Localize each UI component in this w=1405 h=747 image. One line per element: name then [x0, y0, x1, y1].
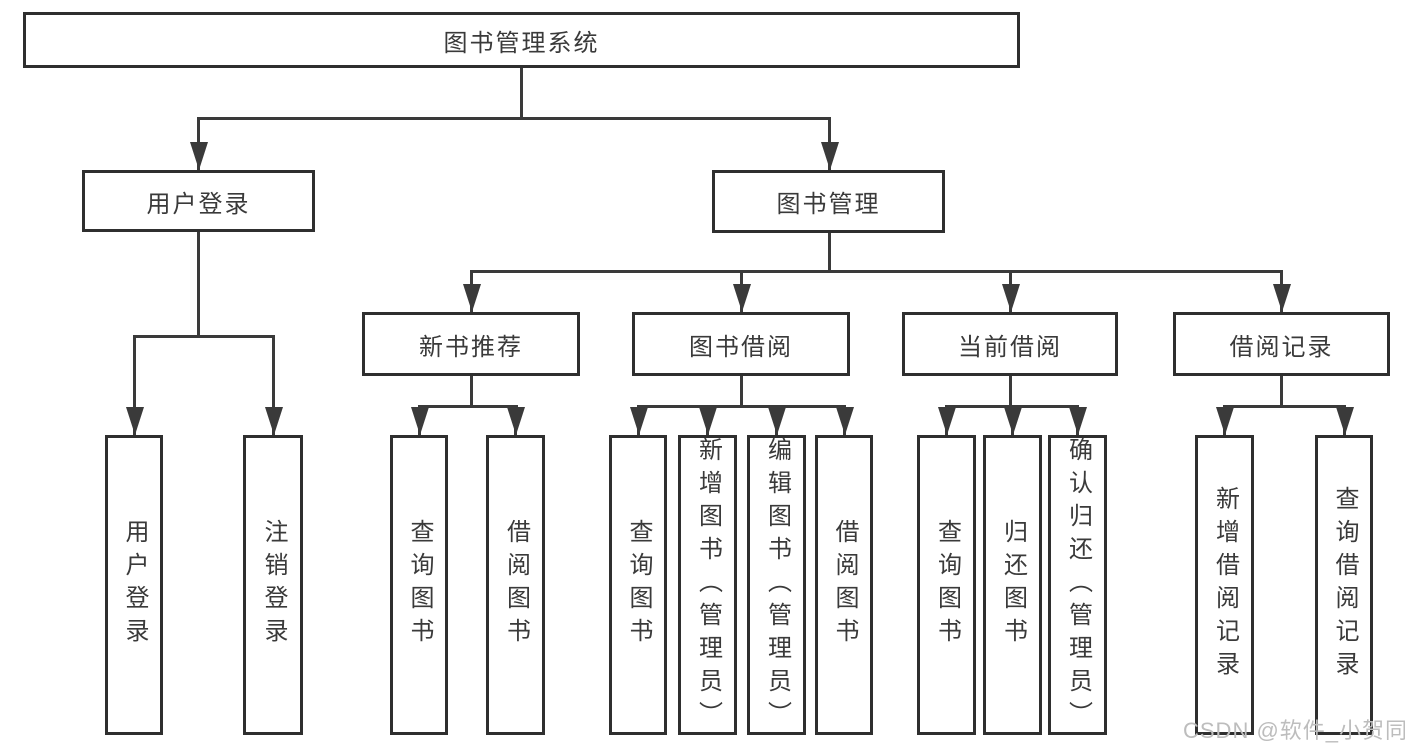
- node-new-book-recommend: 新书推荐: [362, 312, 580, 376]
- node-book-borrowing-label: 图书借阅: [689, 333, 793, 361]
- connector-line: [828, 233, 831, 273]
- leaf-query-borrow-record: 查询借阅记录: [1315, 435, 1373, 735]
- arrowhead-down-icon: [768, 407, 786, 435]
- connector-line: [470, 376, 473, 407]
- leaf-query-borrow-record-label: 查询借阅记录: [1331, 486, 1358, 684]
- node-user-login-label: 用户登录: [146, 190, 251, 218]
- leaf-edit-book-admin: 编辑图书（管理员）: [747, 435, 806, 735]
- arrowhead-down-icon: [699, 407, 717, 435]
- node-library-system: 图书管理系统: [23, 12, 1020, 68]
- arrowhead-down-icon: [733, 284, 751, 312]
- arrowhead-down-icon: [1336, 407, 1354, 435]
- leaf-borrowing-query-book-label: 查询图书: [625, 519, 652, 651]
- leaf-borrowing-borrow-book-label: 借阅图书: [831, 519, 858, 651]
- connector-line: [272, 335, 275, 435]
- connector-line: [197, 232, 200, 337]
- connector-line: [133, 335, 275, 338]
- leaf-recommend-query-book: 查询图书: [390, 435, 448, 735]
- node-new-book-recommend-label: 新书推荐: [419, 333, 523, 361]
- arrowhead-down-icon: [265, 407, 283, 435]
- leaf-borrowing-query-book: 查询图书: [609, 435, 667, 735]
- leaf-user-login-label: 用户登录: [121, 519, 148, 651]
- csdn-watermark: CSDN @软件_小贺同学: [1183, 718, 1405, 743]
- connector-line: [470, 270, 1283, 273]
- leaf-add-borrow-record: 新增借阅记录: [1195, 435, 1254, 735]
- connector-line: [520, 68, 523, 117]
- connector-line: [1223, 405, 1346, 408]
- arrowhead-down-icon: [190, 142, 208, 170]
- arrowhead-down-icon: [630, 407, 648, 435]
- leaf-recommend-query-book-label: 查询图书: [406, 519, 433, 651]
- arrowhead-down-icon: [938, 407, 956, 435]
- connector-line: [1009, 376, 1012, 407]
- leaf-borrowing-borrow-book: 借阅图书: [815, 435, 873, 735]
- connector-line: [740, 376, 743, 407]
- arrowhead-down-icon: [1273, 284, 1291, 312]
- node-user-login: 用户登录: [82, 170, 315, 232]
- node-library-system-label: 图书管理系统: [443, 29, 600, 57]
- arrowhead-down-icon: [126, 407, 144, 435]
- arrowhead-down-icon: [411, 407, 429, 435]
- leaf-recommend-borrow-book-label: 借阅图书: [502, 519, 530, 651]
- connector-line: [637, 405, 846, 408]
- node-book-management-label: 图书管理: [776, 191, 881, 218]
- connector-line: [133, 335, 136, 435]
- node-book-management: 图书管理: [712, 170, 945, 233]
- arrowhead-down-icon: [1004, 407, 1022, 435]
- arrowhead-down-icon: [821, 142, 839, 170]
- arrowhead-down-icon: [463, 284, 481, 312]
- leaf-logout: 注销登录: [243, 435, 303, 735]
- leaf-add-book-admin-label: 新增图书（管理员）: [694, 436, 722, 734]
- arrowhead-down-icon: [507, 407, 525, 435]
- leaf-confirm-return-admin-label: 确认归还（管理员）: [1064, 436, 1092, 734]
- arrowhead-down-icon: [836, 407, 854, 435]
- node-current-borrowing-label: 当前借阅: [958, 333, 1062, 361]
- connector-line: [418, 405, 518, 408]
- leaf-return-book-label: 归还图书: [999, 519, 1027, 651]
- leaf-current-query-book-label: 查询图书: [933, 519, 961, 651]
- leaf-add-borrow-record-label: 新增借阅记录: [1211, 486, 1239, 684]
- connector-line: [1280, 376, 1283, 407]
- leaf-current-query-book: 查询图书: [917, 435, 976, 735]
- node-borrowing-records: 借阅记录: [1173, 312, 1390, 376]
- node-book-borrowing: 图书借阅: [632, 312, 850, 376]
- leaf-confirm-return-admin: 确认归还（管理员）: [1048, 435, 1107, 735]
- node-borrowing-records-label: 借阅记录: [1229, 333, 1334, 361]
- leaf-add-book-admin: 新增图书（管理员）: [678, 435, 737, 735]
- connector-line: [197, 117, 831, 120]
- leaf-recommend-borrow-book: 借阅图书: [486, 435, 545, 735]
- leaf-logout-label: 注销登录: [260, 519, 287, 651]
- arrowhead-down-icon: [1002, 284, 1020, 312]
- node-current-borrowing: 当前借阅: [902, 312, 1118, 376]
- leaf-user-login: 用户登录: [105, 435, 163, 735]
- leaf-return-book: 归还图书: [983, 435, 1042, 735]
- arrowhead-down-icon: [1069, 407, 1087, 435]
- leaf-edit-book-admin-label: 编辑图书（管理员）: [763, 436, 791, 734]
- arrowhead-down-icon: [1216, 407, 1234, 435]
